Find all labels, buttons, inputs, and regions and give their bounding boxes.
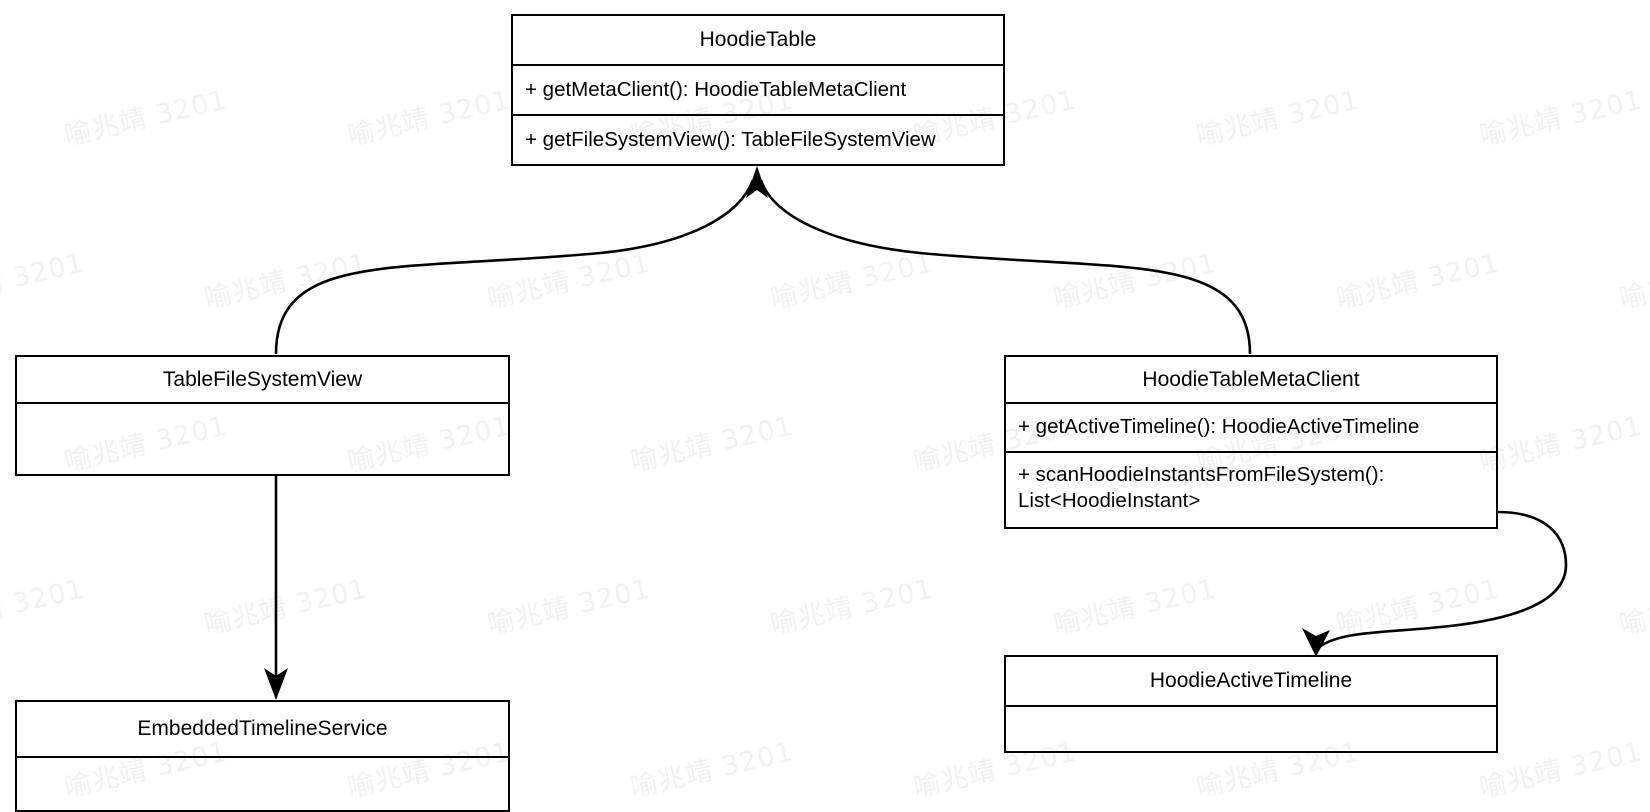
class-empty-compartment — [17, 758, 508, 812]
class-member-row: + getFileSystemView(): TableFileSystemVi… — [525, 127, 936, 151]
class-title-embedded-timeline-service: EmbeddedTimelineService — [17, 702, 508, 758]
watermark-text: 喻兆靖 3201 — [0, 247, 88, 316]
class-title-table-file-system-view: TableFileSystemView — [17, 357, 508, 404]
watermark-text: 喻兆靖 3201 — [201, 573, 371, 642]
edge-tfsv-to-hoodietable — [274, 179, 755, 355]
watermark-text: 喻兆靖 3201 — [1476, 736, 1646, 805]
arrowhead-into-hoodie-table — [746, 166, 768, 198]
class-member-row: + getActiveTimeline(): HoodieActiveTimel… — [1006, 404, 1496, 453]
watermark-text: 喻兆靖 3201 — [0, 573, 88, 642]
class-empty-compartment — [17, 404, 508, 474]
watermark-text: 喻兆靖 3201 — [1050, 247, 1220, 316]
class-member-row: + scanHoodieInstantsFromFileSystem(): Li… — [1018, 463, 1385, 513]
watermark-text: 喻兆靖 3201 — [61, 84, 231, 153]
watermark-text: 喻兆靖 3201 — [1050, 573, 1220, 642]
watermark-text: 喻兆靖 3201 — [484, 247, 654, 316]
class-member-row: + getMetaClient(): HoodieTableMetaClient — [513, 66, 1003, 116]
class-box-hoodie-table-meta-client[interactable]: HoodieTableMetaClient + getActiveTimelin… — [1004, 355, 1498, 529]
watermark-text: 喻兆靖 3201 — [1476, 84, 1646, 153]
watermark-text: 喻兆靖 3201 — [767, 247, 937, 316]
watermark-text: 喻兆靖 3201 — [627, 410, 797, 479]
class-box-hoodie-table[interactable]: HoodieTable + getMetaClient(): HoodieTab… — [511, 14, 1005, 166]
class-box-hoodie-active-timeline[interactable]: HoodieActiveTimeline — [1004, 655, 1498, 753]
watermark-text: 喻兆靖 3201 — [344, 84, 514, 153]
class-box-embedded-timeline-service[interactable]: EmbeddedTimelineService — [15, 700, 510, 812]
watermark-text: 喻兆靖 3201 — [484, 573, 654, 642]
watermark-text: 喻兆靖 3201 — [627, 736, 797, 805]
class-title-hoodie-table: HoodieTable — [513, 16, 1003, 66]
arrowhead-into-embedded-timeline-service — [264, 668, 288, 700]
watermark-text: 喻兆靖 3201 — [1616, 573, 1650, 642]
class-box-table-file-system-view[interactable]: TableFileSystemView — [15, 355, 510, 476]
class-empty-compartment — [1006, 707, 1496, 753]
class-title-hoodie-table-meta-client: HoodieTableMetaClient — [1006, 357, 1496, 404]
arrowhead-into-hoodie-active-timeline — [1302, 628, 1330, 657]
watermark-text: 喻兆靖 3201 — [767, 573, 937, 642]
edge-htmc-to-hoodietable — [759, 179, 1252, 355]
class-title-hoodie-active-timeline: HoodieActiveTimeline — [1006, 657, 1496, 707]
edge-htmc-to-hat — [1317, 510, 1568, 650]
watermark-text: 喻兆靖 3201 — [1616, 247, 1650, 316]
watermark-text: 喻兆靖 3201 — [1476, 410, 1646, 479]
watermark-text: 喻兆靖 3201 — [1333, 573, 1503, 642]
watermark-text: 喻兆靖 3201 — [1193, 84, 1363, 153]
watermark-text: 喻兆靖 3201 — [201, 247, 371, 316]
watermark-text: 喻兆靖 3201 — [1333, 247, 1503, 316]
